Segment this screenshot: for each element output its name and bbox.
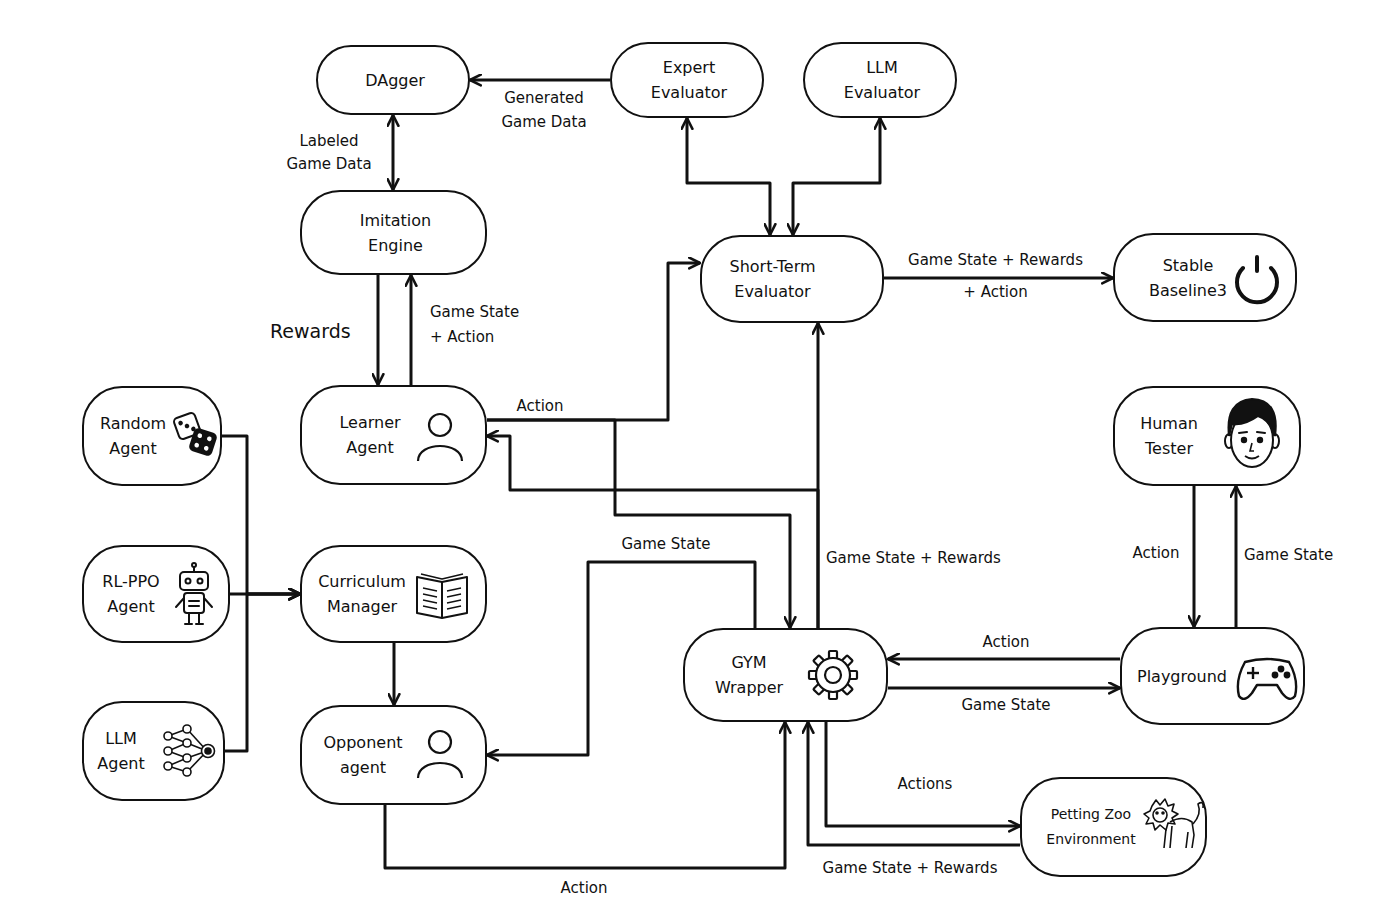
process-box: Human Tester xyxy=(1113,386,1301,486)
edge-label: Game State + Rewards xyxy=(800,857,1020,879)
edge-label: Action xyxy=(505,395,575,417)
connector-arrow xyxy=(884,277,1113,280)
process-box: Stable Baseline3 xyxy=(1113,233,1297,322)
connector-arrow xyxy=(377,275,380,385)
edge-label: Game State xyxy=(946,694,1066,716)
node-label: Learner Agent xyxy=(320,410,420,460)
process-box: DAgger xyxy=(316,45,470,115)
connector-arrow xyxy=(808,722,1020,845)
node-label: Imitation Engine xyxy=(332,208,459,258)
text-holder: Imitation Engine xyxy=(332,192,459,273)
text-holder: Opponent agent xyxy=(308,707,418,803)
text-holder: RL-PPO Agent xyxy=(86,547,176,641)
text-holder: LLM Evaluator xyxy=(827,44,937,116)
edge-label: Actions xyxy=(885,773,965,795)
process-box: Opponent agent xyxy=(300,705,487,805)
text-holder: GYM Wrapper xyxy=(699,630,799,720)
process-box: RL-PPO Agent xyxy=(82,545,230,643)
edge-label: Action xyxy=(544,877,624,899)
text-holder: Learner Agent xyxy=(320,387,420,483)
connector-arrow xyxy=(888,687,1120,690)
text-holder: Human Tester xyxy=(1119,388,1219,484)
edge-label: Game State xyxy=(1244,544,1364,566)
edge-label: Action xyxy=(1116,542,1196,564)
node-label: Short-Term Evaluator xyxy=(710,254,835,304)
connector-arrow xyxy=(392,115,395,190)
node-label: LLM Agent xyxy=(86,726,156,776)
process-box: GYM Wrapper xyxy=(683,628,888,722)
text-holder: Curriculum Manager xyxy=(304,547,420,641)
node-label: Opponent agent xyxy=(308,730,418,780)
node-label: Curriculum Manager xyxy=(304,569,420,619)
process-box: Random Agent xyxy=(82,386,222,486)
node-label: Petting Zoo Environment xyxy=(1026,802,1156,852)
text-holder: Random Agent xyxy=(88,388,178,484)
node-label: Stable Baseline3 xyxy=(1133,253,1243,303)
node-label: Playground xyxy=(1126,664,1238,689)
text-holder: DAgger xyxy=(318,47,472,113)
connector-arrow xyxy=(470,79,610,82)
text-holder: Expert Evaluator xyxy=(634,44,744,116)
connector-arrow xyxy=(687,118,770,235)
edge-label: Game State + Action xyxy=(430,300,527,350)
connector-arrow xyxy=(393,643,396,705)
edge-label: Generated Game Data xyxy=(488,86,600,134)
text-holder: LLM Agent xyxy=(86,703,156,799)
node-label: GYM Wrapper xyxy=(699,650,799,700)
connector-arrow xyxy=(487,436,818,628)
node-label: Human Tester xyxy=(1119,411,1219,461)
process-box: Curriculum Manager xyxy=(300,545,487,643)
process-box: LLM Agent xyxy=(82,701,225,801)
text-holder: Playground xyxy=(1126,629,1238,723)
node-label: LLM Evaluator xyxy=(827,55,937,105)
text-holder: Stable Baseline3 xyxy=(1133,235,1243,320)
process-box: Playground xyxy=(1120,627,1305,725)
connector-arrow xyxy=(888,658,1120,661)
process-box: Short-Term Evaluator xyxy=(700,235,884,323)
process-box: Imitation Engine xyxy=(300,190,487,275)
node-label: Random Agent xyxy=(88,411,178,461)
connector-arrow xyxy=(1235,486,1238,627)
text-holder: Petting Zoo Environment xyxy=(1026,779,1156,875)
connector-arrow xyxy=(225,594,300,751)
connector-arrow xyxy=(826,722,1020,826)
process-box: Learner Agent xyxy=(300,385,487,485)
edge-label: Game State xyxy=(606,533,726,555)
edge-label: Game State + Rewards xyxy=(826,547,1046,569)
edge-label: Action xyxy=(966,631,1046,653)
connector-arrow xyxy=(793,118,880,235)
node-label: RL-PPO Agent xyxy=(86,569,176,619)
edge-label: Game State + Rewards + Action xyxy=(903,244,1088,308)
text-holder: Short-Term Evaluator xyxy=(710,237,835,321)
connector-arrow xyxy=(487,420,790,628)
node-label: DAgger xyxy=(318,68,472,93)
connector-arrow xyxy=(1193,486,1196,627)
connector-arrow xyxy=(487,263,700,420)
node-label: Expert Evaluator xyxy=(634,55,744,105)
process-box: Expert Evaluator xyxy=(610,42,764,118)
edge-label: Rewards xyxy=(270,318,370,344)
process-box: LLM Evaluator xyxy=(803,42,957,118)
connector-arrow xyxy=(410,275,413,385)
connector-arrow xyxy=(222,436,300,594)
edge-label: Labeled Game Data xyxy=(278,130,380,176)
process-box: Petting Zoo Environment xyxy=(1020,777,1207,877)
